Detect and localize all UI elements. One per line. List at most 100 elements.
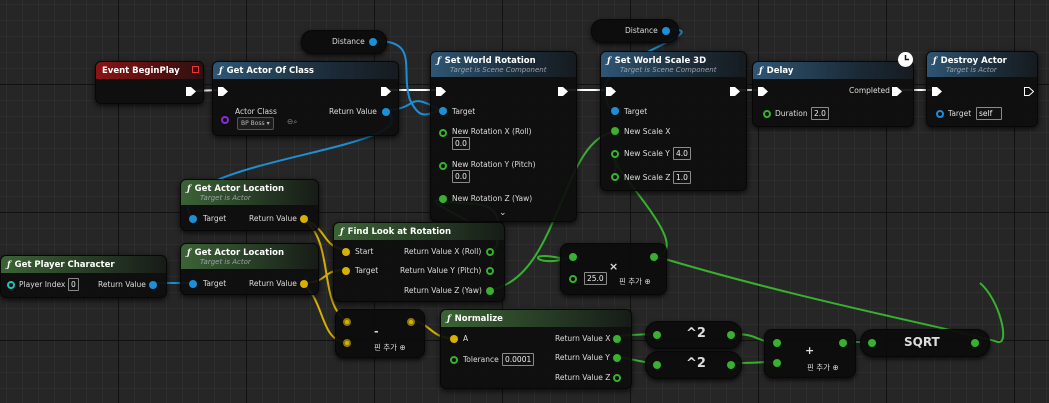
actor-class-select[interactable]: BP Boss ▾ [237,117,274,130]
input-b-pin[interactable] [343,339,351,347]
add-node[interactable]: + 핀 추가 ⊕ [764,329,856,378]
variable-out-pin[interactable] [369,38,377,46]
tolerance-input[interactable]: 0.0001 [502,353,535,366]
rotation-y-pin[interactable] [439,162,447,170]
chevron-down-icon[interactable]: ⌄ [499,208,507,218]
output-pin[interactable] [727,331,735,339]
target-pin[interactable] [439,107,447,115]
node-subtitle: Target is Scene Component [450,66,547,74]
target-pin[interactable] [342,267,350,275]
input-b-pin[interactable] [773,359,781,367]
exec-in-pin[interactable] [218,87,228,96]
multiplier-input[interactable]: 25.0 [584,272,607,285]
class-pin[interactable] [221,116,229,124]
return-z-label: Return Value Z (Yaw) [404,286,482,295]
exec-out-pin[interactable] [892,87,902,96]
return-x-pin[interactable] [613,335,621,343]
input-a-pin[interactable] [569,253,577,261]
rotation-x-input[interactable]: 0.0 [452,137,470,150]
sqrt-node[interactable]: SQRT [860,329,990,357]
scale-z-pin[interactable] [611,173,619,181]
exec-out-pin[interactable] [186,87,196,96]
function-icon: ƒ [933,56,937,66]
duration-input[interactable]: 2.0 [811,107,829,120]
target-label: Target [203,214,227,223]
exec-in-pin[interactable] [606,87,616,96]
scale-z-input[interactable]: 1.0 [673,171,691,184]
target-pin[interactable] [189,215,197,223]
square-node[interactable]: ^2 [645,321,742,349]
subtract-node[interactable]: - 핀 추가 ⊕ [335,309,425,358]
add-pin-button[interactable]: 핀 추가 ⊕ [619,277,651,286]
node-header: Event BeginPlay [96,62,203,79]
return-value-pin[interactable] [300,280,308,288]
return-value-pin[interactable] [382,108,390,116]
multiply-node[interactable]: 25.0 × 핀 추가 ⊕ [560,243,667,295]
output-pin[interactable] [650,253,658,261]
player-index-input[interactable]: 0 [68,278,79,291]
rotation-x-pin[interactable] [439,129,447,137]
input-pin[interactable] [868,339,876,347]
variable-out-pin[interactable] [662,27,670,35]
return-z-pin[interactable] [613,374,621,382]
scale-x-pin[interactable] [611,127,619,135]
return-y-pin[interactable] [486,267,494,275]
return-y-pin[interactable] [613,354,621,362]
event-beginplay-node[interactable]: Event BeginPlay [95,61,204,104]
rotation-z-pin[interactable] [439,195,447,203]
exec-out-pin[interactable] [1024,87,1034,96]
square-node[interactable]: ^2 [645,351,742,379]
duration-pin[interactable] [763,110,771,118]
scale-y-pin[interactable] [611,150,619,158]
add-pin-button[interactable]: 핀 추가 ⊕ [374,343,406,352]
clear-icon[interactable]: ⊖⌕ [287,117,298,126]
input-a-pin[interactable] [450,335,458,343]
output-pin[interactable] [839,339,847,347]
exec-in-pin[interactable] [436,87,446,96]
exec-out-pin[interactable] [558,87,568,96]
input-pin[interactable] [653,361,661,369]
exec-in-pin[interactable] [758,87,768,96]
input-a-pin[interactable] [343,318,351,326]
distance-variable-node[interactable]: Distance [301,30,387,54]
exec-out-pin[interactable] [381,87,391,96]
target-input[interactable]: self [976,107,1002,120]
return-x-pin[interactable] [486,248,494,256]
distance-variable-node[interactable]: Distance [591,19,679,43]
return-z-pin[interactable] [486,287,494,295]
target-pin[interactable] [189,280,197,288]
tolerance-pin[interactable] [450,356,458,364]
output-pin[interactable] [971,339,979,347]
target-pin[interactable] [611,107,619,115]
input-b-pin[interactable] [569,275,577,283]
output-pin[interactable] [727,361,735,369]
exec-in-pin[interactable] [932,87,942,96]
delegate-pin[interactable] [192,66,199,73]
target-pin[interactable] [936,110,944,118]
start-pin[interactable] [342,248,350,256]
return-value-pin[interactable] [300,215,308,223]
rotation-y-input[interactable]: 0.0 [452,170,470,183]
input-pin[interactable] [653,331,661,339]
return-value-pin[interactable] [149,281,157,289]
scale-y-input[interactable]: 4.0 [673,147,691,160]
rotation-y-label: New Rotation Y (Pitch) [452,160,536,169]
input-a-pin[interactable] [773,339,781,347]
start-label: Start [355,247,374,256]
add-pin-button[interactable]: 핀 추가 ⊕ [807,363,839,372]
output-pin[interactable] [407,318,415,326]
exec-out-pin[interactable] [730,87,740,96]
player-index-pin[interactable] [7,281,15,289]
sqrt-operator: SQRT [904,335,940,349]
